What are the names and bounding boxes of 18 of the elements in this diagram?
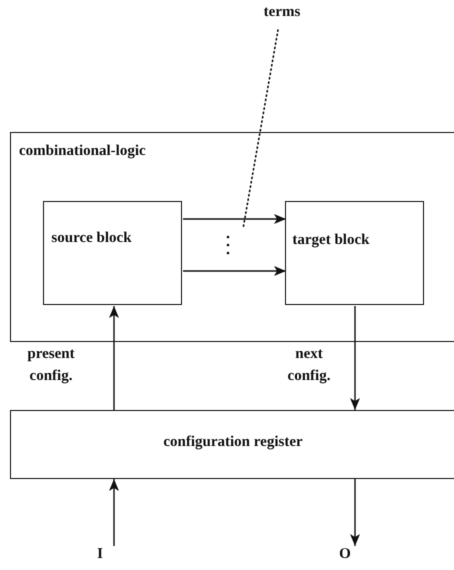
group-heading: combinational-logic (19, 143, 146, 160)
arrow (350, 306, 360, 410)
annotation-text: terms (262, 4, 302, 21)
register-box (10, 410, 454, 479)
box-label: source block (51, 230, 132, 248)
box-label: configuration register (162, 434, 304, 450)
arrow (109, 479, 119, 546)
arrow (183, 266, 286, 276)
output-label: O (338, 546, 352, 563)
process-box (285, 201, 424, 306)
arrow (183, 214, 286, 224)
box-label: target block (292, 232, 370, 250)
process-box (43, 201, 182, 306)
arrow (350, 479, 360, 546)
input-label: I (96, 546, 104, 563)
leader-line (242, 29, 279, 230)
group-box (10, 132, 454, 342)
arrow (109, 306, 119, 410)
